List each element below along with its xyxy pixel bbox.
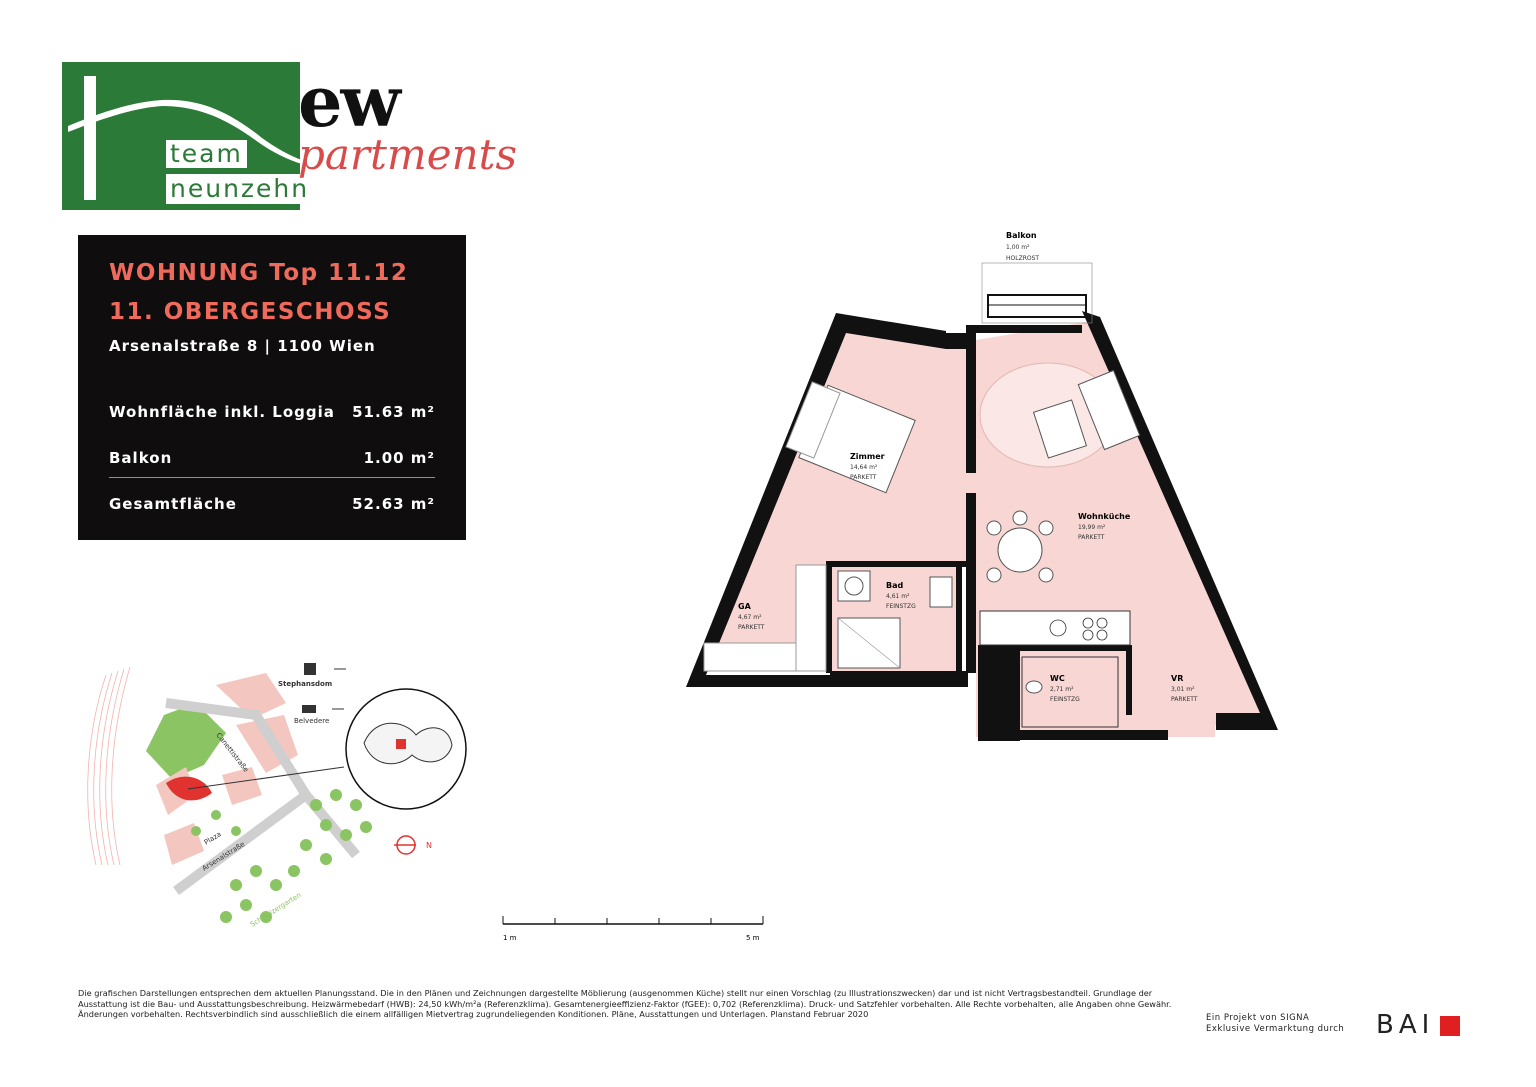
room-floor-ga: PARKETT: [738, 624, 765, 631]
area-label: Wohnfläche inkl. Loggia: [109, 403, 335, 421]
logo-team-text: team: [166, 140, 247, 168]
legal-disclaimer: Die grafischen Darstellungen entsprechen…: [78, 988, 1172, 1020]
room-area-zimmer: 14,64 m²: [850, 464, 878, 471]
area-row-total: Gesamtfläche 52.63 m²: [109, 495, 435, 513]
scale-bar: 1 m 5 m: [502, 916, 764, 942]
room-area-vr: 3,01 m²: [1171, 686, 1195, 693]
logo-neunzehn-text: neunzehn: [166, 174, 346, 204]
room-floor-balkon: HOLZROST: [1006, 255, 1039, 262]
area-value: 1.00 m²: [363, 449, 435, 467]
area-label: Gesamtfläche: [109, 495, 237, 513]
park-area: [146, 703, 226, 779]
scale-end-label: 5 m: [746, 934, 760, 942]
apartment-title: WOHNUNG Top 11.12: [109, 260, 409, 286]
logo-house-icon: [68, 76, 302, 200]
room-label-bad: Bad: [886, 581, 903, 590]
room-floor-vr: PARKETT: [1171, 696, 1198, 703]
map-label-stephansdom: Stephansdom: [278, 680, 332, 688]
project-credit: Ein Projekt von SIGNA: [1206, 1013, 1310, 1023]
room-label-balkon: Balkon: [1006, 231, 1037, 240]
room-floor-wohnkueche: PARKETT: [1078, 534, 1105, 541]
room-label-zimmer: Zimmer: [850, 452, 885, 461]
brand-apartments-text: partments: [298, 130, 518, 179]
floor-plan: Balkon 1,00 m² HOLZROST Zimmer 14,64 m² …: [686, 231, 1278, 741]
location-map: Stephansdom Belvedere Canettistraße Plaz…: [87, 663, 467, 929]
room-label-wc: WC: [1050, 674, 1065, 683]
area-row-living: Wohnfläche inkl. Loggia 51.63 m²: [109, 403, 435, 421]
brand-new-text: ew: [298, 60, 401, 143]
room-label-vr: VR: [1171, 674, 1183, 683]
room-label-ga: GA: [738, 602, 752, 611]
bai-logo-text: BAI: [1376, 1010, 1435, 1040]
room-area-wc: 2,71 m²: [1050, 686, 1074, 693]
room-floor-zimmer: PARKETT: [850, 474, 877, 481]
room-area-wohnkueche: 19,99 m²: [1078, 524, 1106, 531]
north-arrow-icon: N: [394, 835, 432, 855]
north-label: N: [426, 841, 432, 850]
landmark-icons: [302, 663, 346, 713]
room-area-balkon: 1,00 m²: [1006, 244, 1030, 251]
room-floor-wc: FEINSTZG: [1050, 696, 1080, 703]
map-label-belvedere: Belvedere: [294, 717, 329, 725]
area-row-balcony: Balkon 1.00 m²: [109, 449, 435, 467]
room-area-ga: 4,67 m²: [738, 614, 762, 621]
area-label: Balkon: [109, 449, 173, 467]
room-label-wohnkueche: Wohnküche: [1078, 512, 1131, 521]
apartment-info-box: WOHNUNG Top 11.12 11. OBERGESCHOSS Arsen…: [78, 235, 466, 540]
map-label-schweizergarten: Schweizergarten: [249, 891, 303, 929]
address: Arsenalstraße 8 | 1100 Wien: [109, 337, 376, 355]
divider: [109, 477, 435, 478]
marketing-credit: Exklusive Vermarktung durch: [1206, 1024, 1345, 1034]
floor-title: 11. OBERGESCHOSS: [109, 299, 392, 325]
map-label-plaza: Plaza: [203, 830, 223, 847]
room-floor-bad: FEINSTZG: [886, 603, 916, 610]
bai-logo-square-icon: [1440, 1016, 1460, 1036]
scale-start-label: 1 m: [503, 934, 517, 942]
area-value: 51.63 m²: [352, 403, 435, 421]
area-value: 52.63 m²: [352, 495, 435, 513]
room-area-bad: 4,61 m²: [886, 593, 910, 600]
team-neunzehn-logo: team neunzehn: [60, 60, 346, 212]
footer-credits: Ein Projekt von SIGNA Exklusive Vermarkt…: [1206, 1013, 1344, 1035]
